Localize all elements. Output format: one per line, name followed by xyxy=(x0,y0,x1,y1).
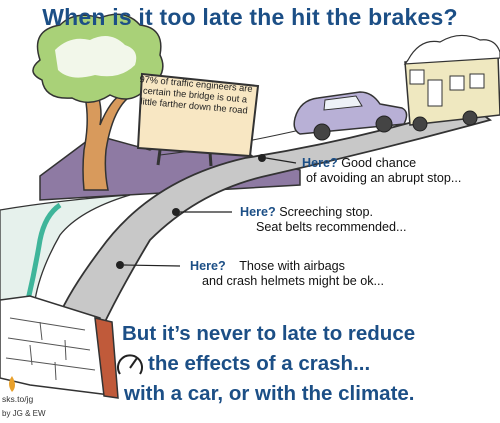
marker-1-text: Here? Good chance of avoiding an abrupt … xyxy=(302,156,461,186)
credit-authors: by JG & EW xyxy=(2,409,46,418)
marker-dot-2 xyxy=(172,208,180,216)
marker-2-text: Here? Screeching stop. Seat belts recomm… xyxy=(240,205,407,235)
conclusion-line-3: with a car, or with the climate. xyxy=(124,382,415,405)
bus xyxy=(403,34,500,132)
marker-2-label: Here? xyxy=(240,205,276,219)
marker-3-line2: and crash helmets might be ok... xyxy=(202,274,385,288)
tree-highlight xyxy=(55,36,137,78)
conclusion-line-1: But it’s never to late to reduce xyxy=(122,322,416,345)
marker-dot-1 xyxy=(258,154,266,162)
marker-1-label: Here? xyxy=(302,156,338,170)
conclusion-line-2: the effects of a crash... xyxy=(148,352,371,375)
marker-line-3 xyxy=(123,264,181,267)
car xyxy=(293,91,408,141)
marker-1-line2: of avoiding an abrupt stop... xyxy=(306,171,462,185)
marker-3-label: Here? xyxy=(190,259,226,273)
marker-1-line1: Good chance xyxy=(341,156,417,170)
speedometer-icon xyxy=(117,354,143,375)
page-title: When is it too late the hit the brakes? xyxy=(42,4,458,30)
credit-site[interactable]: sks.to/jg xyxy=(2,394,34,404)
brick-wall xyxy=(0,295,119,399)
logo-icon xyxy=(9,376,15,392)
sign xyxy=(136,72,260,167)
marker-line-1 xyxy=(265,157,297,164)
marker-3-text: Here? Those with airbags and crash helme… xyxy=(190,259,384,289)
marker-3-line1: Those with airbags xyxy=(239,259,345,273)
marker-dot-3 xyxy=(116,261,124,269)
marker-2-line1: Screeching stop. xyxy=(279,205,374,219)
marker-2-line2: Seat belts recommended... xyxy=(256,220,407,234)
